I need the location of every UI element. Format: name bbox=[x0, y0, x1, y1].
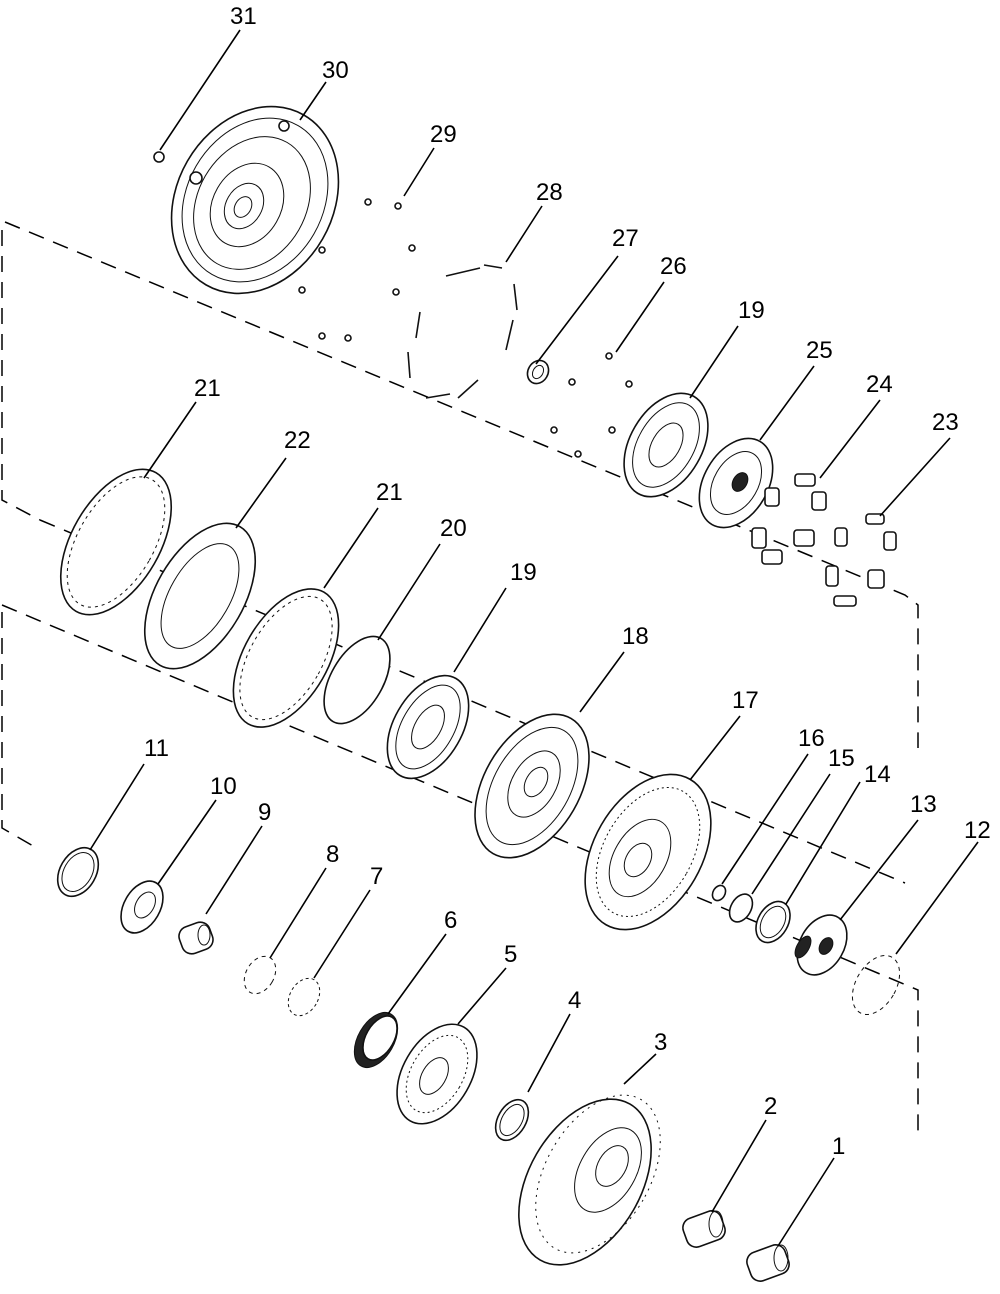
callout-30: 30 bbox=[322, 57, 349, 84]
part-4-washer bbox=[494, 1098, 530, 1142]
part-21-friction-disc-upper bbox=[59, 468, 173, 616]
part-29-bolts bbox=[298, 198, 416, 342]
part-6-clutch-race bbox=[353, 1012, 399, 1068]
callout-29: 29 bbox=[430, 121, 457, 148]
part-11-ring bbox=[56, 846, 100, 898]
part-27-seal bbox=[526, 359, 550, 385]
callout-31: 31 bbox=[230, 3, 257, 30]
part-16-ring bbox=[711, 884, 727, 902]
callout-28: 28 bbox=[536, 179, 563, 206]
callout-21-upper: 21 bbox=[194, 375, 221, 402]
callout-15: 15 bbox=[828, 745, 855, 772]
callout-22: 22 bbox=[284, 427, 311, 454]
callout-8: 8 bbox=[326, 841, 339, 868]
callout-13: 13 bbox=[910, 791, 937, 818]
part-24-springs bbox=[751, 473, 827, 565]
callout-17: 17 bbox=[732, 687, 759, 714]
callout-9: 9 bbox=[258, 799, 271, 826]
part-14-washer bbox=[755, 900, 791, 944]
callout-19-upper: 19 bbox=[738, 297, 765, 324]
callout-23: 23 bbox=[932, 409, 959, 436]
part-3-impeller bbox=[518, 1094, 661, 1266]
part-22-separator-plate bbox=[143, 522, 257, 670]
part-19-damper-plate-lower bbox=[386, 674, 470, 780]
part-10-thrust-plate bbox=[120, 880, 164, 934]
part-7-sprag bbox=[287, 977, 321, 1017]
callout-4: 4 bbox=[568, 987, 581, 1014]
part-21-friction-disc-lower bbox=[232, 588, 340, 728]
part-9-bearing bbox=[178, 921, 214, 955]
part-2-sleeve bbox=[682, 1210, 726, 1248]
part-13-hub bbox=[794, 914, 848, 976]
callout-26: 26 bbox=[660, 253, 687, 280]
part-26-bolts bbox=[550, 352, 633, 458]
callout-24: 24 bbox=[866, 371, 893, 398]
part-30-flexplate bbox=[170, 105, 340, 295]
callout-10: 10 bbox=[210, 773, 237, 800]
callout-6: 6 bbox=[444, 907, 457, 934]
callout-16: 16 bbox=[798, 725, 825, 752]
leader-lines bbox=[89, 29, 979, 1247]
callout-21-lower: 21 bbox=[376, 479, 403, 506]
callout-labels: 31 30 29 28 27 26 19 25 24 23 21 22 21 2… bbox=[144, 3, 991, 1160]
part-25-hub-plate bbox=[698, 437, 774, 529]
part-18-piston-cover bbox=[474, 713, 590, 859]
callout-1: 1 bbox=[832, 1133, 845, 1160]
part-15-ring bbox=[728, 893, 754, 923]
part-19-damper-plate-upper bbox=[623, 392, 709, 498]
callout-2: 2 bbox=[764, 1093, 777, 1120]
callout-5: 5 bbox=[504, 941, 517, 968]
callout-14: 14 bbox=[864, 761, 891, 788]
part-12-rollers bbox=[851, 955, 901, 1015]
part-31-nut bbox=[153, 151, 165, 163]
callout-3: 3 bbox=[654, 1029, 667, 1056]
part-17-turbine bbox=[584, 773, 712, 931]
callout-25: 25 bbox=[806, 337, 833, 364]
callout-11: 11 bbox=[144, 735, 169, 762]
part-5-stator bbox=[396, 1023, 478, 1125]
part-8-rollers bbox=[243, 955, 277, 995]
part-28-links bbox=[407, 264, 518, 399]
callout-20: 20 bbox=[440, 515, 467, 542]
callout-18: 18 bbox=[622, 623, 649, 650]
callout-19-lower: 19 bbox=[510, 559, 537, 586]
part-23-springs bbox=[825, 513, 897, 607]
callout-27: 27 bbox=[612, 225, 639, 252]
part-1-bushing bbox=[746, 1244, 790, 1282]
callout-7: 7 bbox=[370, 863, 383, 890]
callout-12: 12 bbox=[964, 817, 991, 844]
part-20-snap-ring bbox=[323, 635, 391, 725]
assembly-boundary bbox=[1, 221, 919, 1138]
